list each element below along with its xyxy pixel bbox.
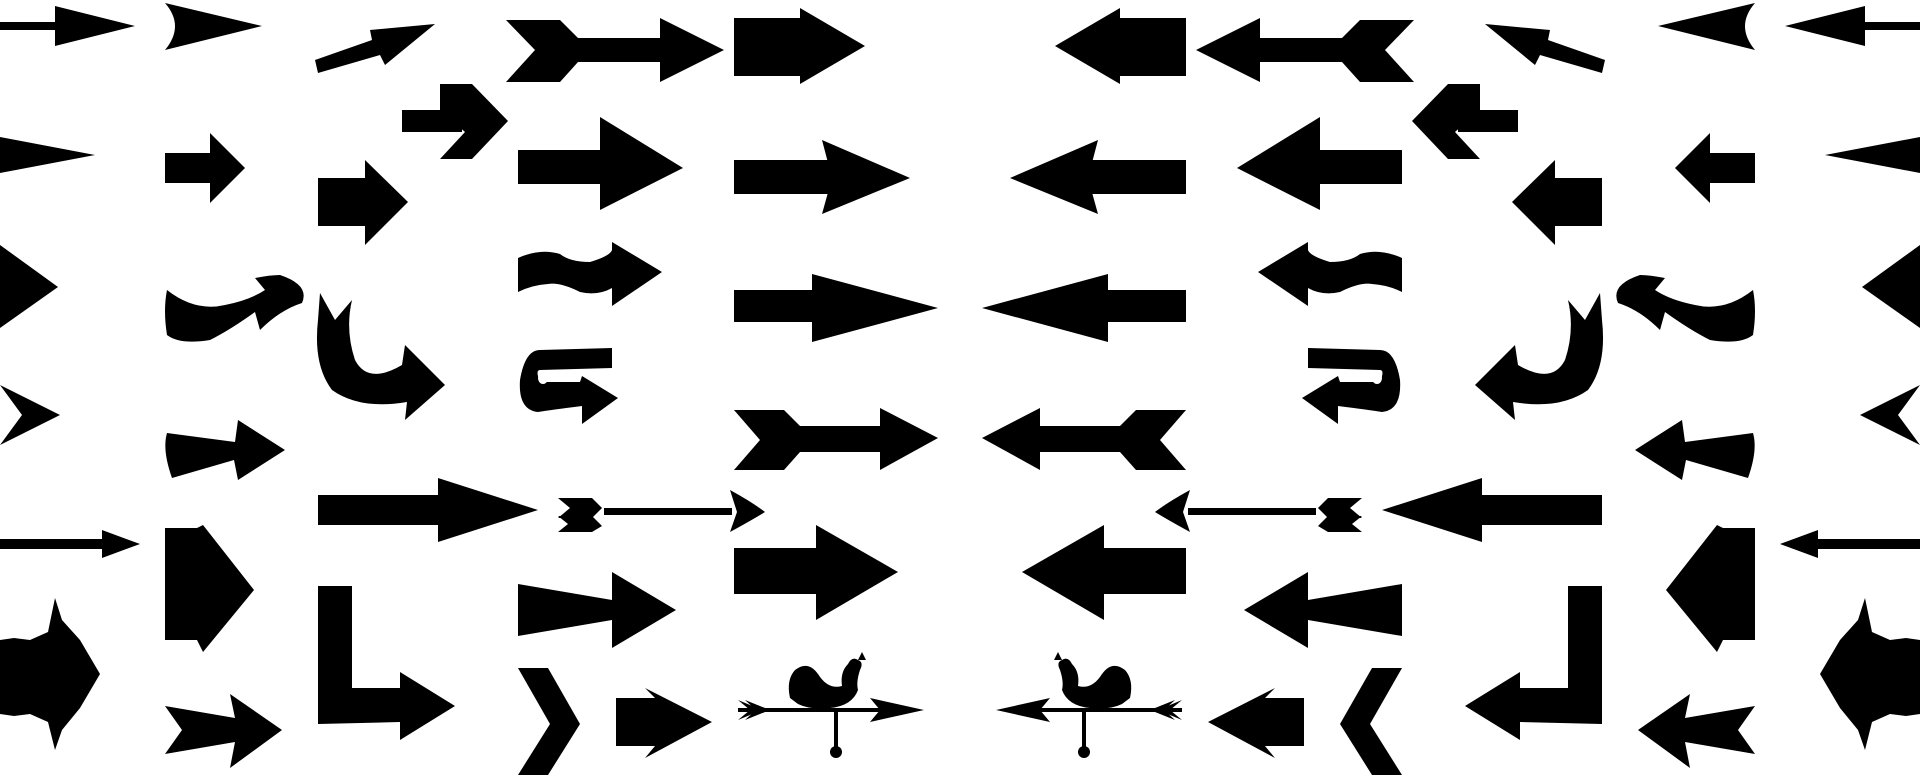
chevron-bracket-icon <box>518 668 580 775</box>
fletched-arrow-icon <box>734 408 938 470</box>
thin-wedge-icon <box>0 137 95 173</box>
block-arrow-icon <box>734 8 865 84</box>
stub-arrow-icon <box>165 133 245 203</box>
thick-arrow-icon <box>734 525 898 620</box>
long-thin-arrow-icon <box>0 530 140 558</box>
flared-block-arrow-icon <box>518 572 676 648</box>
notched-block-arrow-icon <box>616 688 712 758</box>
chunky-arrow-icon <box>318 160 408 245</box>
splayed-arrow-icon <box>165 694 282 768</box>
pentagon-arrow-icon <box>165 525 254 652</box>
double-chevron-arrow-icon <box>506 18 724 82</box>
rooster-weathervane-icon <box>738 652 924 758</box>
starburst-icon <box>0 598 100 750</box>
chevron-edge-icon <box>0 385 60 445</box>
flared-arrow-icon <box>165 420 285 480</box>
long-point-arrow-icon <box>734 274 938 342</box>
triangle-edge-icon <box>0 245 58 328</box>
feathered-arrow-icon <box>558 490 765 532</box>
wide-arrow-icon <box>734 140 910 214</box>
curved-ribbon-arrow-icon <box>165 275 304 342</box>
corner-arrow-icon <box>318 586 455 740</box>
stacked-arrow-icon <box>402 84 508 159</box>
angled-thin-arrow-icon <box>315 24 435 73</box>
block-arrow-icon <box>518 117 683 210</box>
thin-arrow-icon <box>0 6 135 46</box>
notched-chevron-icon <box>165 3 262 50</box>
hook-curve-arrow-icon <box>316 293 445 420</box>
left-arrow-set <box>0 3 938 775</box>
long-block-arrow-icon <box>318 478 538 542</box>
wavy-arrow-icon <box>518 242 662 306</box>
u-turn-arrow-icon <box>519 348 618 424</box>
